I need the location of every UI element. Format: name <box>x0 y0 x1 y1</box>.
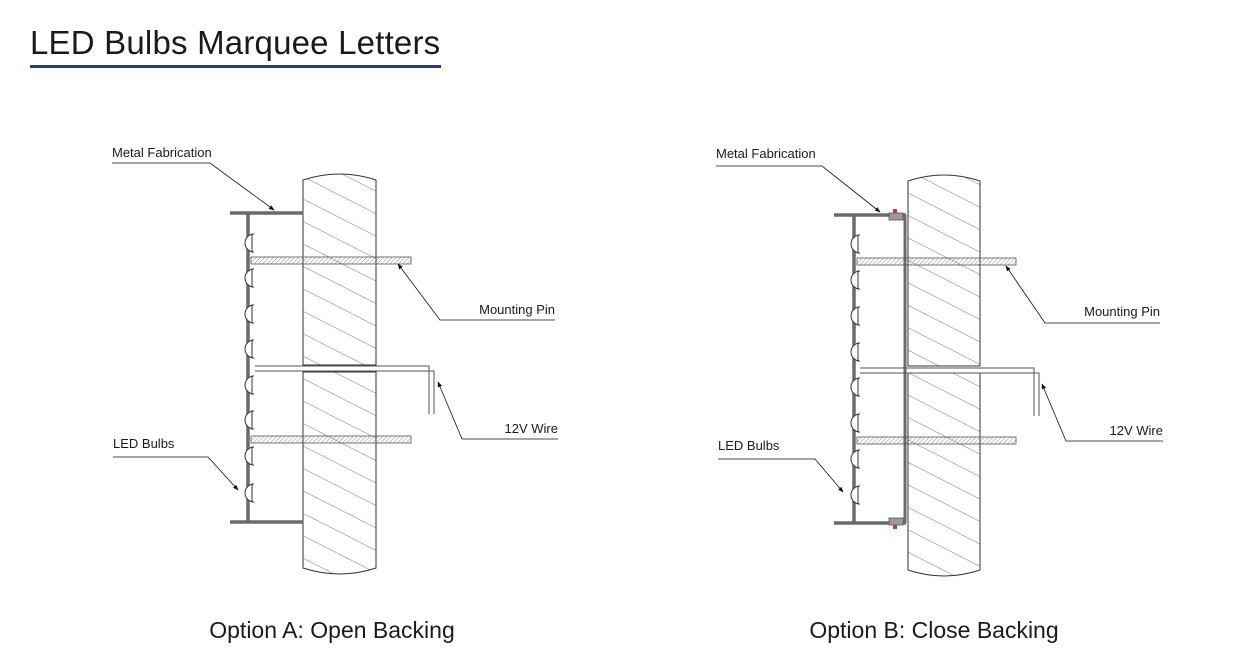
fastener <box>893 209 897 213</box>
metal-fabrication <box>834 209 907 529</box>
wall-upper <box>907 174 981 367</box>
leader-lines <box>716 165 1163 493</box>
mounting-pin <box>856 257 1017 266</box>
title-underline <box>30 65 441 68</box>
wall-section <box>302 173 377 575</box>
page-title: LED Bulbs Marquee Letters <box>30 24 441 61</box>
wire-12v <box>860 367 1040 416</box>
fastener <box>893 525 897 529</box>
label-mounting-pin: Mounting Pin <box>479 302 555 317</box>
wire-12v <box>255 365 435 414</box>
label-12v-wire: 12V Wire <box>1110 423 1163 438</box>
label-metal-fabrication: Metal Fabrication <box>716 146 816 161</box>
leader-lines <box>112 162 558 491</box>
label-metal-fabrication: Metal Fabrication <box>112 145 212 160</box>
mounting-pins <box>250 256 412 444</box>
wall-upper <box>302 173 377 366</box>
label-led-bulbs: LED Bulbs <box>718 438 780 453</box>
mounting-pins <box>856 257 1017 445</box>
mounting-pin <box>250 256 412 265</box>
bracket <box>888 517 904 526</box>
label-12v-wire: 12V Wire <box>505 421 558 436</box>
option-a-diagram: Metal Fabrication Mounting Pin 12V Wire … <box>112 145 558 643</box>
label-mounting-pin: Mounting Pin <box>1084 304 1160 319</box>
mounting-pin <box>250 435 412 444</box>
metal-fabrication <box>230 211 303 524</box>
mounting-pin <box>856 436 1017 445</box>
bracket <box>888 212 904 221</box>
wall-lower <box>302 371 377 575</box>
wall-section <box>907 174 981 577</box>
wall-lower <box>907 372 981 577</box>
caption-option-a: Option A: Open Backing <box>209 617 455 643</box>
label-led-bulbs: LED Bulbs <box>113 436 175 451</box>
caption-option-b: Option B: Close Backing <box>809 617 1058 643</box>
option-b-diagram: Metal Fabrication Mounting Pin 12V Wire … <box>716 146 1163 643</box>
